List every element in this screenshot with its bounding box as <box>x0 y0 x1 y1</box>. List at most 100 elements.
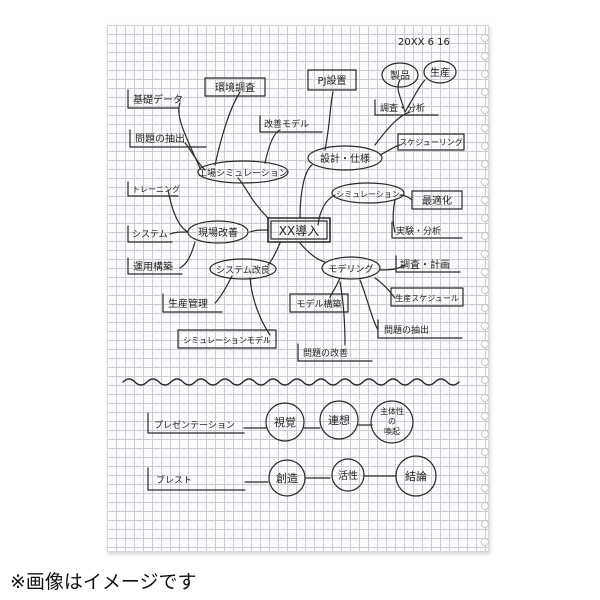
wavy-divider <box>122 378 460 386</box>
binder-hole <box>481 448 489 456</box>
svg-text:連想: 連想 <box>328 413 350 427</box>
svg-text:問題の抽出: 問題の抽出 <box>135 132 185 145</box>
svg-text:基礎データ: 基礎データ <box>133 93 183 106</box>
node-kihon: 基礎データ <box>127 89 183 109</box>
svg-text:設計・仕様: 設計・仕様 <box>320 152 370 165</box>
svg-text:製品: 製品 <box>390 69 410 82</box>
binder-hole <box>481 106 489 114</box>
svg-text:創造: 創造 <box>276 471 298 485</box>
svg-text:シミュレーションモデル: シミュレーションモデル <box>183 335 271 345</box>
svg-text:調査・計画: 調査・計画 <box>400 258 450 271</box>
svg-text:シミュレーション: シミュレーション <box>336 190 400 199</box>
svg-text:ブレスト: ブレスト <box>156 474 192 486</box>
node-system: システム <box>127 225 173 243</box>
binder-hole <box>481 88 489 96</box>
binder-hole <box>481 286 489 294</box>
brainstorm-row: ブレスト 創造 活性 結論 <box>147 455 437 497</box>
node-modeling: モデリング <box>321 256 381 280</box>
binder-hole <box>481 322 489 330</box>
binder-hole <box>481 376 489 384</box>
binder-hole <box>481 430 489 438</box>
binder-hole <box>481 214 489 222</box>
svg-text:システム: システム <box>132 229 168 240</box>
binder-hole <box>481 304 489 312</box>
svg-text:運用構築: 運用構築 <box>133 260 173 273</box>
binder-hole <box>481 358 489 366</box>
presentation-row: プレゼンテーション 視覚 連想 主体性 の 喚起 <box>147 400 414 444</box>
binder-hole <box>481 52 489 60</box>
binder-hole <box>481 196 489 204</box>
svg-text:活性: 活性 <box>338 469 358 482</box>
node-sim-model: シミュレーションモデル <box>177 329 277 349</box>
binder-hole <box>481 412 489 420</box>
svg-text:工場シミュレーション: 工場シミュレーション <box>198 167 288 179</box>
node-jikken: 実験・分析 <box>391 221 463 239</box>
svg-text:実験・分析: 実験・分析 <box>396 225 441 237</box>
svg-text:視覚: 視覚 <box>274 415 296 429</box>
svg-text:システム改良: システム改良 <box>216 264 270 276</box>
node-factory-sim: 工場シミュレーション <box>197 160 289 184</box>
date-text: 20XX 6 16 <box>398 37 450 48</box>
node-unyo: 運用構築 <box>127 257 183 275</box>
svg-text:トレーニング: トレーニング <box>132 184 180 194</box>
svg-text:結論: 結論 <box>405 469 427 483</box>
binder-hole <box>481 124 489 132</box>
binder-hole <box>481 394 489 402</box>
svg-text:生産: 生産 <box>430 66 450 79</box>
binder-hole <box>481 502 489 510</box>
svg-text:スケジューリング: スケジューリング <box>399 137 462 147</box>
svg-text:生産スケジュール: 生産スケジュール <box>395 293 458 303</box>
binder-hole <box>481 70 489 78</box>
node-seisan-kanri: 生産管理 <box>162 293 223 313</box>
node-sys-kairyo: システム改良 <box>209 258 277 280</box>
node-mondai1: 問題の抽出 <box>129 129 207 148</box>
branch-lines <box>167 79 426 346</box>
binder-holes <box>480 28 489 548</box>
svg-text:PJ設置: PJ設置 <box>318 74 347 87</box>
node-chosa-bunseki: 調査・分析 <box>374 99 439 116</box>
node-design: 設計・仕様 <box>307 145 383 171</box>
binder-hole <box>481 232 489 240</box>
svg-text:生産管理: 生産管理 <box>168 297 208 310</box>
svg-text:改善モデル: 改善モデル <box>264 118 309 130</box>
binder-hole <box>481 250 489 258</box>
svg-text:環境調査: 環境調査 <box>215 81 255 94</box>
node-chosa-keikaku: 調査・計画 <box>395 255 461 273</box>
node-seisan-sched: 生産スケジュール <box>390 287 464 307</box>
node-genba: 現場改善 <box>187 220 249 244</box>
node-model-build: モデル構築 <box>289 293 349 313</box>
svg-text:現場改善: 現場改善 <box>198 226 238 239</box>
node-seisan: 生産 <box>423 60 457 84</box>
node-pj: PJ設置 <box>307 69 357 91</box>
svg-text:モデリング: モデリング <box>328 263 373 275</box>
svg-text:喚起: 喚起 <box>384 426 400 436</box>
svg-text:XX導入: XX導入 <box>279 224 319 238</box>
binder-hole <box>481 520 489 528</box>
node-training: トレーニング <box>127 181 180 197</box>
node-kaizen-model: 改善モデル <box>259 115 323 133</box>
node-schedule: スケジューリング <box>397 133 465 151</box>
node-saiteki: 最適化 <box>411 190 463 210</box>
binder-hole <box>481 340 489 348</box>
svg-text:最適化: 最適化 <box>422 194 452 207</box>
binder-hole <box>481 160 489 168</box>
binder-hole <box>481 178 489 186</box>
binder-hole <box>481 34 489 42</box>
svg-text:の: の <box>388 417 396 426</box>
binder-hole <box>481 466 489 474</box>
center-node: XX導入 <box>267 217 331 243</box>
svg-text:プレゼンテーション: プレゼンテーション <box>154 419 235 431</box>
binder-hole <box>481 484 489 492</box>
binder-hole <box>481 538 489 546</box>
svg-text:調査・分析: 調査・分析 <box>380 102 425 114</box>
svg-text:問題の抽出: 問題の抽出 <box>384 324 429 336</box>
binder-hole <box>481 268 489 276</box>
binder-hole <box>481 142 489 150</box>
svg-text:問題の改善: 問題の改善 <box>303 347 348 359</box>
node-mondai-kaizen: 問題の改善 <box>297 343 373 362</box>
node-mondai2: 問題の抽出 <box>377 319 463 339</box>
node-seihin: 製品 <box>381 62 419 88</box>
node-kankyo: 環境調査 <box>204 77 266 97</box>
svg-text:主体性: 主体性 <box>380 406 404 416</box>
